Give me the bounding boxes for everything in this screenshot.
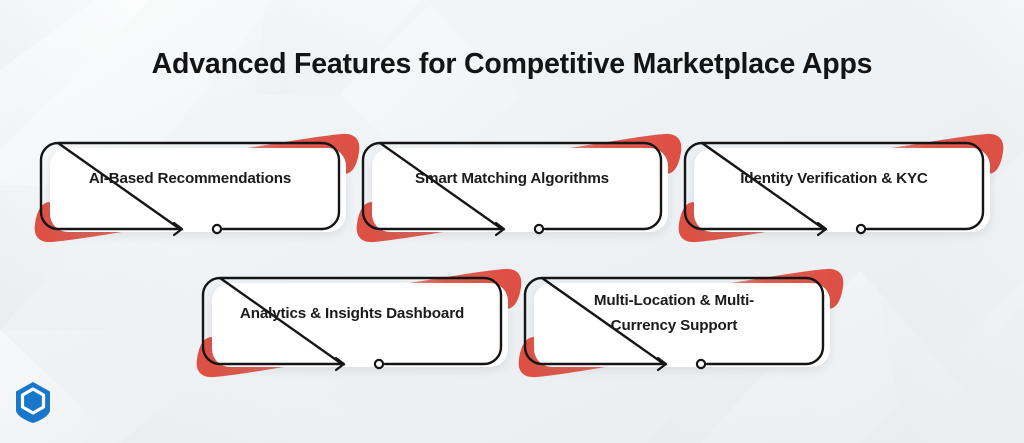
card-label: Smart Matching Algorithms: [415, 170, 609, 188]
feature-card[interactable]: Identity Verification & KYC: [678, 133, 1004, 243]
feature-card[interactable]: Analytics & Insights Dashboard: [196, 268, 522, 378]
hexagon-shield-logo: [16, 382, 50, 423]
card-plate: [212, 283, 508, 367]
card-outline: [201, 276, 503, 372]
card-label: Analytics & Insights Dashboard: [239, 305, 465, 323]
card-label: AI-Based Recommendations: [88, 170, 292, 188]
card-plate: [694, 148, 990, 232]
feature-card[interactable]: AI-Based Recommendations: [34, 133, 360, 243]
card-plate: [50, 148, 346, 232]
card-outline: [683, 141, 985, 237]
feature-card[interactable]: Smart Matching Algorithms: [356, 133, 682, 243]
card-outline: [39, 141, 341, 237]
card-outline: [361, 141, 663, 237]
card-label-line: Currency Support: [610, 317, 738, 334]
card-label: Multi-Location & Multi- Currency Support: [542, 277, 806, 351]
card-label: Identity Verification & KYC: [740, 170, 928, 188]
feature-card[interactable]: Multi-Location & Multi- Currency Support: [518, 268, 844, 378]
card-outline: [523, 276, 825, 372]
card-plate: [372, 148, 668, 232]
page-title: Advanced Features for Competitive Market…: [151, 48, 873, 80]
card-plate: [534, 283, 830, 367]
card-label-line: Multi-Location & Multi-: [593, 292, 755, 310]
